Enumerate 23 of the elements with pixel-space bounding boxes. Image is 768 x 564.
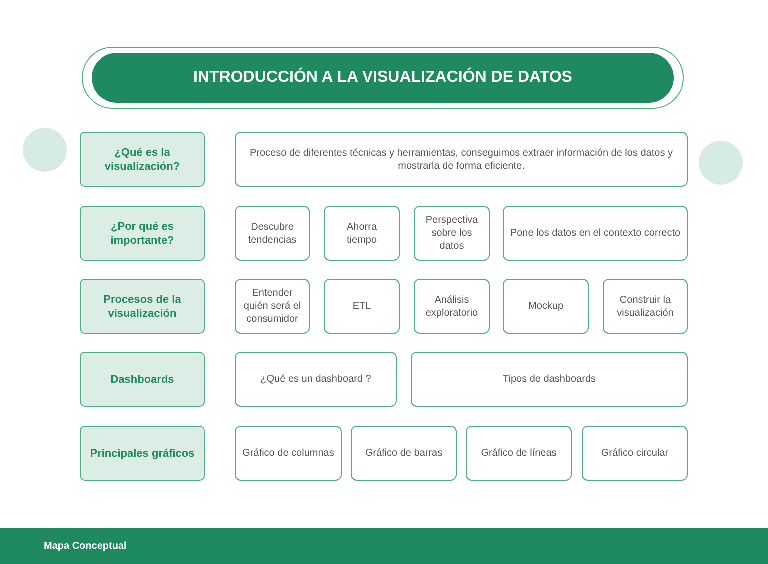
title-banner: INTRODUCCIÓN A LA VISUALIZACIÓN DE DATOS	[92, 53, 674, 103]
concept-box: Descubre tendencias	[235, 206, 310, 261]
concept-box: Tipos de dashboards	[411, 352, 688, 407]
concept-box: ¿Qué es un dashboard ?	[235, 352, 397, 407]
concept-box: Gráfico de líneas	[466, 426, 572, 481]
concept-box: Entender quién será el consumidor	[235, 279, 310, 334]
concept-box: Mockup	[503, 279, 589, 334]
concept-box: ETL	[324, 279, 400, 334]
row-header: Procesos de la visualización	[80, 279, 205, 334]
concept-box: Gráfico de columnas	[235, 426, 342, 481]
concept-box: Proceso de diferentes técnicas y herramientas, conseguimos extraer información de los datos y mostrarla de forma eficiente.	[235, 132, 688, 187]
row-header: Principales gráficos	[80, 426, 205, 481]
concept-box: Análisis exploratorio	[414, 279, 490, 334]
concept-box: Gráfico circular	[582, 426, 688, 481]
concept-box: Perspectiva sobre los datos	[414, 206, 490, 261]
concept-box: Construir la visualización	[603, 279, 688, 334]
row-header: ¿Qué es la visualización?	[80, 132, 205, 187]
concept-box: Ahorra tiempo	[324, 206, 400, 261]
concept-box: Gráfico de barras	[351, 426, 457, 481]
concept-box: Pone los datos en el contexto correcto	[503, 206, 688, 261]
row-header: Dashboards	[80, 352, 205, 407]
footer-bar: Mapa Conceptual	[0, 528, 768, 564]
row-header: ¿Por qué es importante?	[80, 206, 205, 261]
